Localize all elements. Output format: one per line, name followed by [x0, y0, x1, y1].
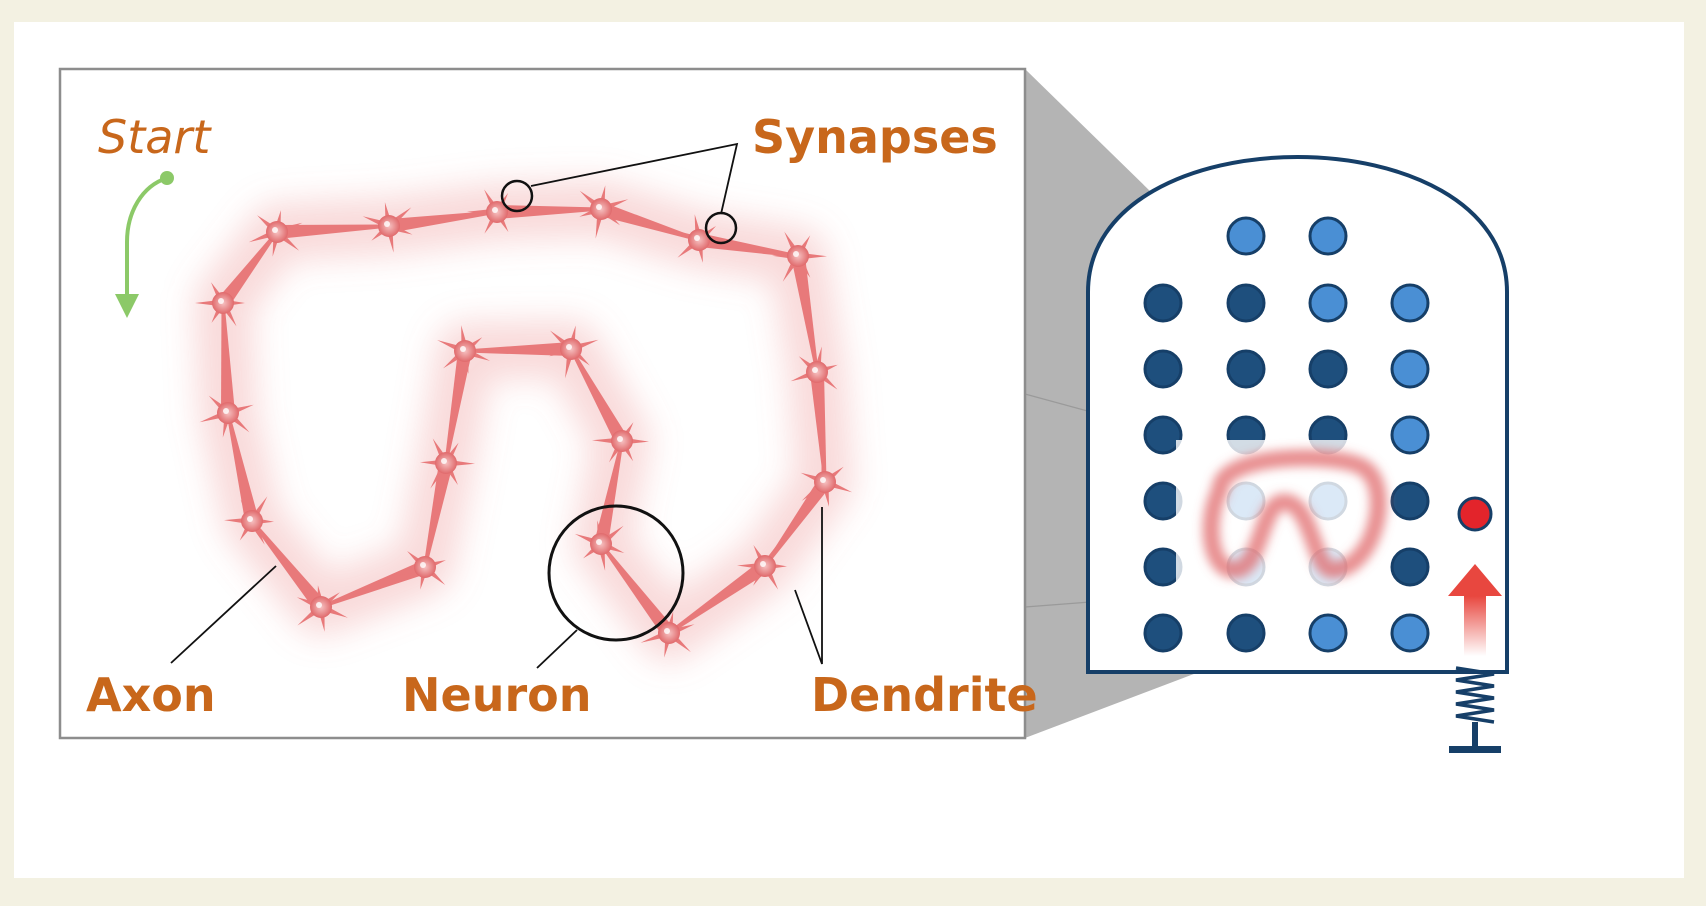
dendrite-callout-line: [794, 507, 823, 665]
pin: [1226, 349, 1266, 389]
neuron-cell: [800, 460, 853, 507]
start-arrow-icon: [115, 171, 174, 318]
neuron-cell: [296, 585, 348, 632]
neuron-cell: [640, 611, 695, 658]
pin: [1308, 283, 1348, 323]
axon-segment: [226, 412, 259, 523]
axon-segment: [697, 233, 799, 258]
neuron-cell: [549, 325, 599, 379]
inset-neuron-path: [1202, 449, 1387, 579]
neuron-cell: [467, 189, 524, 234]
pin: [1390, 547, 1430, 587]
axon-segment: [250, 520, 327, 612]
pin: [1308, 613, 1348, 653]
axon-segment: [423, 461, 453, 568]
pin: [1143, 349, 1183, 389]
pin: [1226, 283, 1266, 323]
axon-segment: [465, 342, 572, 356]
pin: [1143, 283, 1183, 323]
axon-segment: [668, 560, 769, 635]
dendrite-label: Dendrite: [811, 668, 1038, 722]
neuron-cell: [195, 277, 245, 327]
neuron-cell: [737, 541, 787, 590]
pin-grid: [1143, 216, 1430, 653]
axon-callout-line: [170, 565, 277, 664]
axon-segment: [388, 210, 498, 233]
neuron-pinball-diagram: Start Synapses Axon Neuron Dendrite: [58, 67, 1509, 753]
pin: [1143, 415, 1183, 455]
neuron-cell: [437, 325, 491, 374]
pin: [1143, 613, 1183, 653]
neuron-label: Neuron: [402, 668, 591, 722]
neuron-cell: [248, 210, 303, 257]
start-label: Start: [98, 110, 212, 164]
neuron-cell: [199, 391, 254, 438]
pin: [1390, 415, 1430, 455]
neuron-cell: [670, 214, 725, 263]
pin: [1390, 349, 1430, 389]
neuron-cell: [574, 520, 625, 571]
neuron-cell: [579, 185, 629, 239]
neuron-callout-line: [536, 629, 578, 669]
axon-segment: [221, 302, 235, 414]
axon-segment: [276, 224, 390, 239]
pin: [1308, 349, 1348, 389]
neuron-cell: [790, 346, 838, 395]
neuron-cell: [592, 418, 649, 463]
pin: [1308, 216, 1348, 256]
axon-segment: [444, 349, 472, 464]
pin: [1390, 613, 1430, 653]
figure-card: Start Synapses Axon Neuron Dendrite: [14, 22, 1684, 878]
synapses-label: Synapses: [752, 110, 998, 164]
pin: [1226, 216, 1266, 256]
pinball-machine: [1086, 155, 1509, 753]
spring-plunger-icon: [1449, 666, 1501, 753]
axon-segment: [569, 348, 629, 445]
neuron-cell: [420, 438, 475, 489]
pin: [1143, 481, 1183, 521]
axon-segment: [810, 371, 827, 483]
neuron-cell: [224, 496, 274, 545]
synapses-callout-line: [530, 142, 739, 215]
neuron-cell: [772, 231, 827, 282]
synapse-marker: [500, 179, 534, 213]
red-ball-icon: [1457, 496, 1493, 532]
launch-arrow-icon: [1448, 564, 1502, 656]
axon-segment: [791, 254, 819, 373]
neuron-highlight-circle: [547, 504, 685, 642]
axon-segment: [594, 440, 624, 546]
pin: [1390, 481, 1430, 521]
axon-segment: [320, 560, 428, 609]
pin: [1143, 547, 1183, 587]
neuron-cell: [398, 541, 446, 590]
pin: [1226, 613, 1266, 653]
pin: [1390, 283, 1430, 323]
axon-segment: [763, 477, 831, 567]
neuron-cell: [362, 202, 413, 253]
axon-segment: [599, 543, 675, 638]
axon-segment: [598, 202, 700, 242]
axon-label: Axon: [86, 668, 216, 722]
